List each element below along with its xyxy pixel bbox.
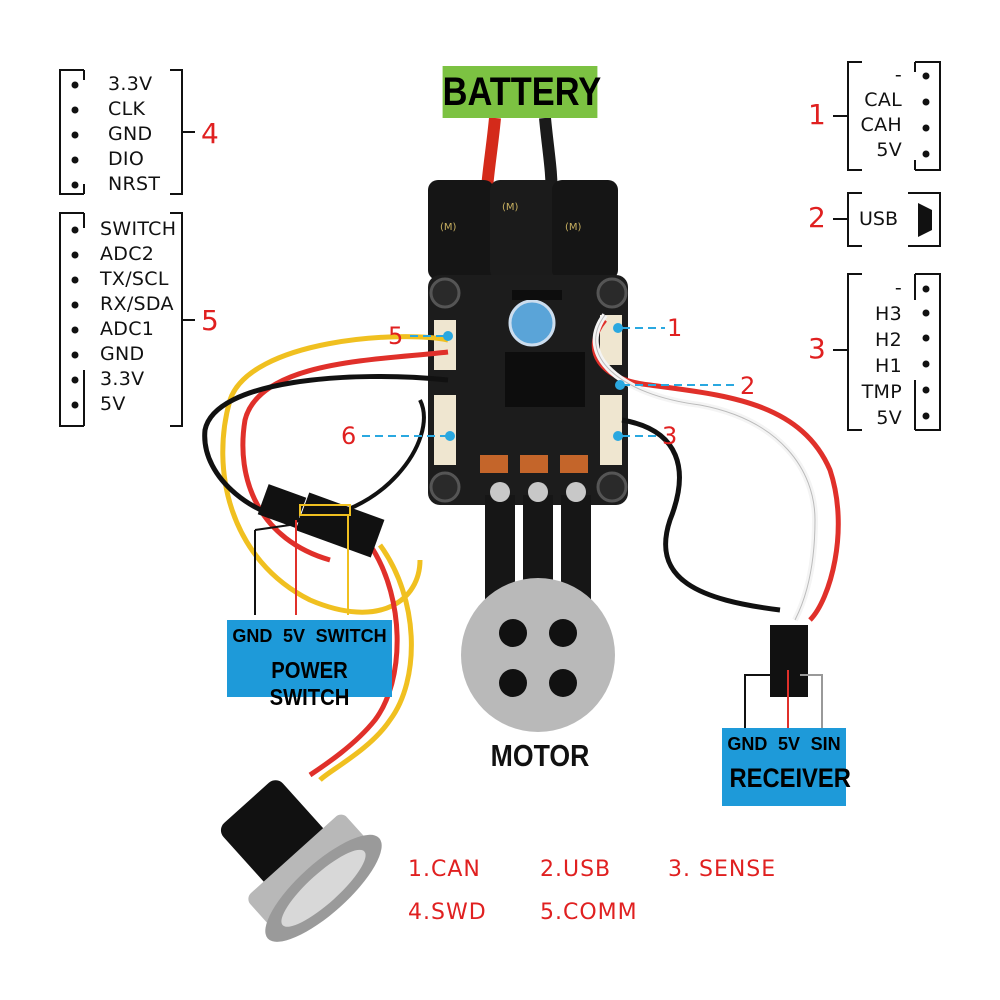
svg-text:(M): (M) (502, 202, 519, 213)
power-switch-pin-switch: SWITCH (315, 626, 387, 646)
board-callout-2: 2 (740, 372, 756, 400)
swd-group-number: 4 (201, 117, 219, 150)
sense-pin-labels: - H3 H2 H1 TMP 5V (840, 275, 902, 431)
sense-pin-6: 5V (876, 407, 902, 429)
board-callout-lines (362, 327, 738, 437)
power-switch-connector (254, 484, 385, 615)
comm-harness (202, 334, 449, 782)
comm-pin-6: GND (100, 343, 145, 365)
can-pin-2: CAL (864, 89, 902, 111)
comm-connector-outline (59, 212, 195, 427)
power-switch-box: GND 5V SWITCH POWER SWITCH (227, 620, 392, 710)
battery-label: BATTERY (442, 66, 601, 118)
swd-pin-dots (71, 81, 79, 189)
comm-pin-2: ADC2 (100, 243, 155, 265)
usb-label: USB (859, 208, 899, 230)
comm-pin-3: TX/SCL (100, 268, 169, 290)
can-pin-1: - (894, 64, 902, 86)
board-callout-5: 5 (388, 322, 404, 350)
can-group-number: 1 (808, 98, 826, 131)
receiver-name: RECEIVER (729, 763, 851, 793)
power-switch-pin-5v: 5V (282, 626, 306, 646)
comm-group-number: 5 (201, 304, 219, 337)
swd-pin-1: 3.3V (108, 73, 153, 95)
receiver-pins: GND 5V SIN (722, 728, 846, 755)
can-pin-4: 5V (876, 139, 902, 161)
sense-pin-1: - (894, 277, 902, 299)
usb-port-icon (918, 203, 932, 237)
can-pin-3: CAH (860, 114, 902, 136)
swd-pin-labels: 3.3V CLK GND DIO NRST (108, 72, 160, 197)
comm-pin-dots (71, 226, 79, 409)
board-callout-6: 6 (341, 422, 357, 450)
comm-pin-labels: SWITCH ADC2 TX/SCL RX/SDA ADC1 GND 3.3V … (100, 217, 176, 417)
sense-pin-2: H3 (875, 303, 902, 325)
can-connector-outline (833, 61, 941, 171)
capacitor-bank: (M) (M) (M) (428, 180, 618, 280)
legend-swd: 4.SWD (408, 900, 487, 925)
swd-pin-5: NRST (108, 173, 161, 195)
swd-connector-outline (59, 69, 195, 195)
sense-pin-3: H2 (875, 329, 902, 351)
usb-group-number: 2 (808, 201, 826, 234)
sense-pin-4: H1 (875, 355, 902, 377)
comm-pin-1: SWITCH (100, 218, 177, 240)
swd-pin-4: DIO (108, 148, 145, 170)
board-callout-dots (443, 323, 625, 441)
push-button-switch (220, 780, 382, 942)
sense-pin-5: TMP (861, 381, 902, 403)
comm-pin-5: ADC1 (100, 318, 155, 340)
board-callout-1: 1 (667, 314, 683, 342)
esc-board (428, 275, 628, 505)
comm-pin-7: 3.3V (100, 368, 145, 390)
legend-can: 1.CAN (408, 857, 481, 882)
swd-pin-3: GND (108, 123, 153, 145)
sense-pin-dots (922, 285, 930, 420)
can-pin-labels: - CAL CAH 5V (840, 63, 902, 163)
board-callout-3: 3 (662, 422, 678, 450)
legend-sense: 3. SENSE (668, 857, 777, 882)
motor (461, 578, 615, 732)
svg-text:(M): (M) (440, 222, 457, 233)
receiver-pin-gnd: GND (727, 734, 768, 754)
legend-usb: 2.USB (540, 857, 612, 882)
receiver-box: GND 5V SIN RECEIVER (722, 728, 851, 806)
comm-pin-8: 5V (100, 393, 126, 415)
receiver-pin-sin: SIN (810, 734, 841, 754)
power-switch-name: POWER SWITCH (269, 657, 350, 710)
receiver-pin-5v: 5V (777, 734, 800, 754)
power-switch-pin-gnd: GND (232, 626, 273, 646)
sense-group-number: 3 (808, 332, 826, 365)
sense-harness (591, 313, 841, 622)
comm-pin-4: RX/SDA (100, 293, 174, 315)
power-switch-pins: GND 5V SWITCH (227, 620, 392, 647)
sense-connector-outline (833, 273, 941, 431)
motor-label: MOTOR (490, 738, 590, 773)
can-pin-dots (922, 72, 930, 158)
svg-text:(M): (M) (565, 222, 582, 233)
receiver-connector (744, 625, 823, 730)
legend-comm: 5.COMM (540, 900, 638, 925)
swd-pin-2: CLK (108, 98, 146, 120)
usb-connector-outline (833, 192, 941, 247)
